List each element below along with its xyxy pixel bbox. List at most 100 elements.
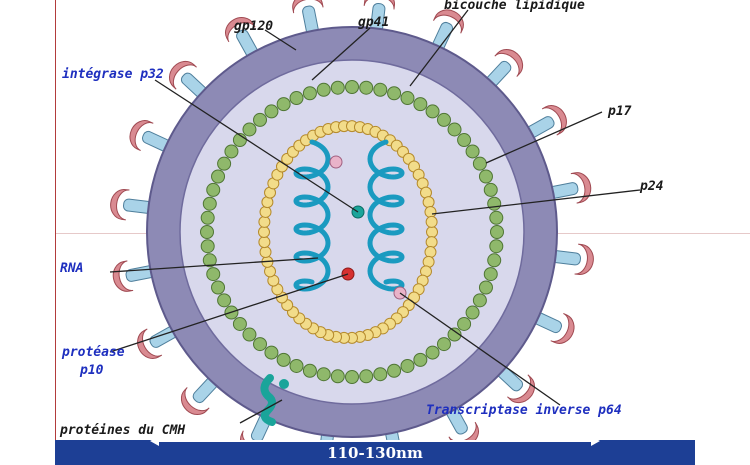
scale-label: 110-130nm bbox=[327, 444, 423, 462]
capsid-p24-layer bbox=[258, 120, 438, 344]
integrase-leader bbox=[154, 79, 359, 213]
capsid-bead bbox=[422, 196, 435, 209]
rna-strand bbox=[293, 139, 331, 292]
matrix-bead bbox=[242, 327, 257, 342]
matrix-bead bbox=[447, 327, 462, 342]
matrix-bead bbox=[330, 369, 345, 384]
matrix-bead bbox=[457, 316, 472, 331]
capsid-bead bbox=[258, 215, 271, 228]
matrix-bead bbox=[387, 86, 402, 101]
matrix-bead bbox=[472, 156, 487, 171]
capsid-bead bbox=[424, 246, 437, 259]
capsid-bead bbox=[426, 226, 438, 238]
matrix-bead bbox=[264, 104, 279, 119]
matrix-bead bbox=[400, 91, 415, 106]
matrix-bead bbox=[217, 293, 232, 308]
matrix-bead bbox=[200, 210, 215, 225]
matrix-bead bbox=[457, 133, 472, 148]
matrix-bead bbox=[330, 80, 345, 95]
matrix-bead bbox=[487, 253, 502, 268]
label-bicouche-lipidique: bicouche lipidique bbox=[444, 0, 585, 13]
matrix-bead bbox=[447, 122, 462, 137]
matrix-bead bbox=[425, 345, 440, 360]
matrix-bead bbox=[242, 122, 257, 137]
matrix-bead bbox=[276, 352, 291, 367]
label-gp41: gp41 bbox=[358, 15, 389, 30]
matrix-bead bbox=[478, 280, 493, 295]
capsid-bead bbox=[259, 246, 272, 259]
capsid-bead bbox=[258, 226, 270, 238]
matrix-bead bbox=[200, 225, 214, 239]
matrix-bead bbox=[478, 169, 493, 184]
matrix-bead bbox=[217, 156, 232, 171]
matrix-bead bbox=[264, 345, 279, 360]
cmh-protein-shape bbox=[260, 374, 289, 426]
matrix-bead bbox=[359, 369, 374, 384]
leader-lines bbox=[109, 9, 641, 424]
matrix-bead bbox=[345, 80, 359, 94]
matrix-bead bbox=[487, 196, 502, 211]
matrix-bead bbox=[472, 293, 487, 308]
matrix-bead bbox=[373, 367, 388, 382]
matrix-bead bbox=[489, 210, 504, 225]
transcriptase-leader bbox=[399, 292, 561, 406]
label-rna: RNA bbox=[60, 261, 83, 276]
capsid-bead bbox=[425, 236, 438, 249]
bicouche-leader bbox=[409, 9, 469, 87]
matrix-bead bbox=[483, 182, 498, 197]
matrix-bead bbox=[289, 91, 304, 106]
matrix-bead bbox=[200, 239, 215, 254]
capsid-bead bbox=[425, 215, 438, 228]
capsid-bead bbox=[424, 205, 437, 218]
matrix-bead bbox=[316, 82, 331, 97]
matrix-bead bbox=[276, 97, 291, 112]
label-transcriptase-inverse: Transcriptase inverse p64 bbox=[426, 403, 622, 418]
matrix-bead bbox=[302, 363, 317, 378]
gp41-leader bbox=[311, 27, 371, 81]
gp120-leader bbox=[264, 29, 297, 51]
label-p17: p17 bbox=[607, 104, 632, 119]
matrix-bead bbox=[436, 337, 451, 352]
label-protease: protéase bbox=[61, 345, 125, 360]
matrix-bead bbox=[253, 112, 268, 127]
matrix-bead bbox=[253, 337, 268, 352]
matrix-bead bbox=[202, 253, 217, 268]
enzyme-particle-top bbox=[329, 155, 343, 169]
matrix-bead bbox=[206, 267, 221, 282]
hiv-virion-diagram: gp120 gp41 bicouche lipidique intégrase … bbox=[59, 0, 664, 440]
matrix-bead bbox=[465, 305, 480, 320]
matrix-bead bbox=[316, 367, 331, 382]
matrix-bead bbox=[206, 182, 221, 197]
matrix-bead bbox=[483, 267, 498, 282]
p24-leader bbox=[431, 189, 641, 215]
capsid-bead bbox=[258, 236, 271, 249]
label-integrase: intégrase p32 bbox=[62, 67, 164, 82]
label-gp120: gp120 bbox=[234, 19, 273, 34]
matrix-bead bbox=[413, 97, 428, 112]
matrix-bead bbox=[436, 112, 451, 127]
cmh-leader bbox=[239, 399, 283, 424]
matrix-bead bbox=[302, 86, 317, 101]
rna-strand bbox=[367, 139, 405, 292]
matrix-bead bbox=[465, 144, 480, 159]
matrix-bead bbox=[345, 370, 359, 384]
matrix-bead bbox=[373, 82, 388, 97]
protease-leader bbox=[109, 273, 349, 353]
scale-bar: 110-130nm bbox=[55, 436, 695, 465]
matrix-bead bbox=[232, 316, 247, 331]
label-protease-p10: p10 bbox=[79, 363, 104, 378]
matrix-bead bbox=[359, 80, 374, 95]
matrix-bead bbox=[490, 225, 504, 239]
rna-leader bbox=[109, 257, 319, 273]
label-p24: p24 bbox=[639, 179, 664, 194]
p17-leader bbox=[485, 111, 603, 164]
matrix-p17-layer bbox=[200, 80, 504, 384]
capsid-bead bbox=[259, 205, 272, 218]
rna-strands bbox=[293, 139, 405, 292]
matrix-bead bbox=[289, 358, 304, 373]
matrix-bead bbox=[425, 104, 440, 119]
matrix-bead bbox=[202, 196, 217, 211]
scale-arrow bbox=[150, 436, 600, 446]
matrix-bead bbox=[211, 280, 226, 295]
matrix-bead bbox=[387, 363, 402, 378]
